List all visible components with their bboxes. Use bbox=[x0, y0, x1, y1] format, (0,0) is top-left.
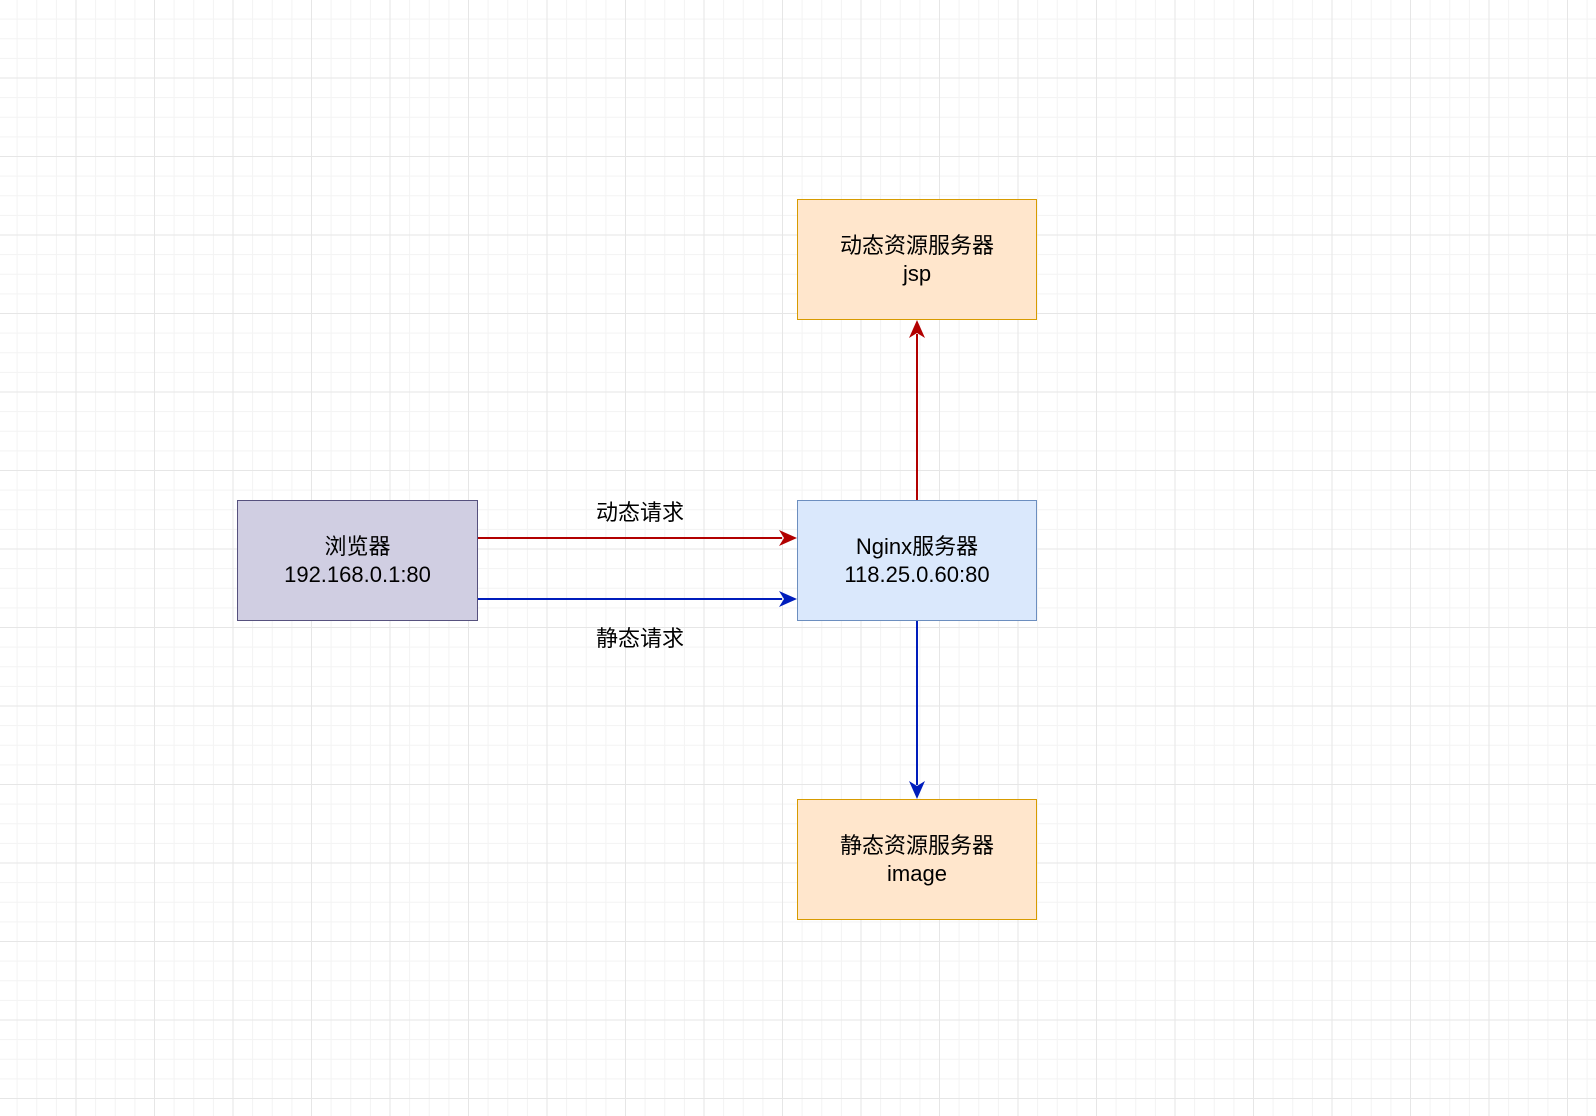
dynamic-resource-server-type: jsp bbox=[902, 260, 932, 286]
nginx-to-static-edge[interactable] bbox=[909, 621, 925, 799]
dynamic-request-label: 动态请求 bbox=[595, 500, 685, 525]
nginx-server-node-title: Nginx服务器 bbox=[855, 533, 979, 559]
browser-node-address: 192.168.0.1:80 bbox=[284, 561, 431, 587]
nginx-to-dynamic-edge[interactable] bbox=[909, 320, 925, 500]
nginx-server-node[interactable]: Nginx服务器 118.25.0.60:80 bbox=[797, 500, 1037, 621]
static-resource-server-node[interactable]: 静态资源服务器 image bbox=[797, 799, 1037, 920]
dynamic-resource-server-node[interactable]: 动态资源服务器 jsp bbox=[797, 199, 1037, 320]
static-request-arrowhead bbox=[779, 591, 797, 607]
browser-node[interactable]: 浏览器 192.168.0.1:80 bbox=[237, 500, 478, 621]
static-request-label: 静态请求 bbox=[595, 626, 685, 651]
nginx-server-node-address: 118.25.0.60:80 bbox=[844, 561, 990, 587]
static-request-edge[interactable] bbox=[478, 591, 797, 607]
dynamic-request-edge[interactable] bbox=[478, 530, 797, 546]
static-resource-server-type: image bbox=[887, 860, 947, 886]
nginx-to-static-arrowhead bbox=[909, 781, 925, 799]
dynamic-resource-server-title: 动态资源服务器 bbox=[839, 232, 994, 258]
dynamic-request-arrowhead bbox=[779, 530, 797, 546]
static-resource-server-title: 静态资源服务器 bbox=[839, 832, 994, 858]
nginx-to-dynamic-arrowhead bbox=[909, 320, 925, 338]
browser-node-title: 浏览器 bbox=[324, 533, 391, 559]
